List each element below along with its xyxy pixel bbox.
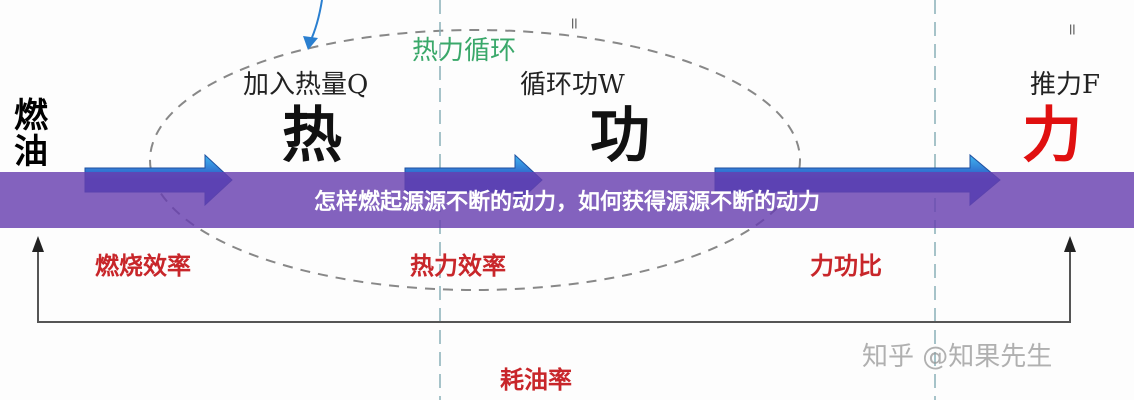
thermal-cycle-label: 热力循环 bbox=[412, 36, 517, 66]
thrust-label: 推力F bbox=[1030, 70, 1101, 100]
cycle-work-label: 循环功W bbox=[520, 70, 625, 100]
arrowhead-right-icon bbox=[1064, 236, 1076, 252]
equals-sign-2: = bbox=[1063, 22, 1083, 37]
heat-label: 热 bbox=[282, 101, 342, 171]
title-banner: 怎样燃起源源不断的动力，如何获得源源不断的动力 bbox=[0, 172, 1134, 228]
input-arrow-icon bbox=[309, 0, 323, 43]
work-label: 功 bbox=[590, 101, 650, 171]
banner-title: 怎样燃起源源不断的动力，如何获得源源不断的动力 bbox=[313, 190, 820, 215]
thermal-efficiency-label: 热力效率 bbox=[410, 251, 506, 280]
fuel-consumption-rate-label: 耗油率 bbox=[500, 365, 572, 394]
arrowhead-left-icon bbox=[32, 236, 44, 252]
input-arrowhead-icon bbox=[303, 36, 318, 50]
thermal-cycle-ellipse bbox=[149, 29, 801, 291]
equals-sign-1: = bbox=[565, 16, 585, 31]
combustion-efficiency-label: 燃烧效率 bbox=[95, 251, 191, 280]
fuel-rate-bracket bbox=[37, 248, 1071, 323]
watermark: 知乎 @知果先生 bbox=[862, 342, 1053, 372]
force-work-ratio-label: 力功比 bbox=[810, 251, 882, 280]
fuel-label: 燃油 bbox=[14, 96, 48, 172]
heat-input-label: 加入热量Q bbox=[243, 70, 369, 100]
force-label: 力 bbox=[1022, 101, 1082, 171]
